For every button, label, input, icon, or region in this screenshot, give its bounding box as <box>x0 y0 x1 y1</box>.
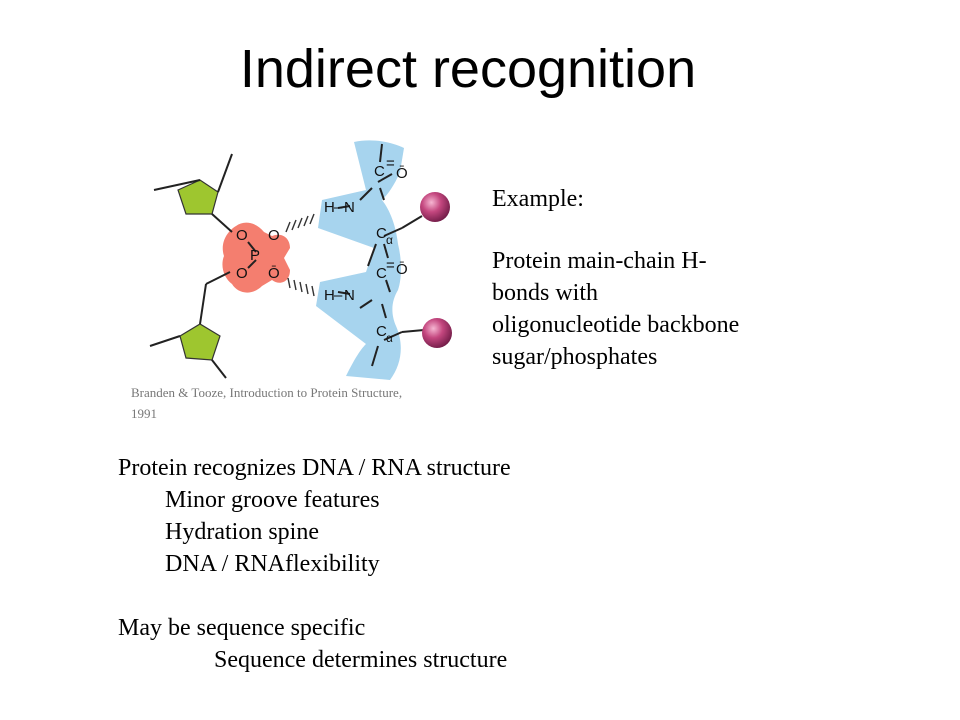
hydrogen-bonds <box>285 213 315 297</box>
example-line: oligonucleotide backbone <box>492 312 740 338</box>
phosphate-shape <box>222 222 290 293</box>
body-spacer <box>118 580 878 612</box>
atom-nitrogen: N <box>344 199 355 216</box>
atom-carbon-alpha: C <box>376 225 387 242</box>
atom-hydrogen: H <box>324 199 335 216</box>
bond-mark: – <box>334 287 343 304</box>
double-bond-mark: = <box>386 257 395 274</box>
mainchain-bonds <box>337 143 403 367</box>
sidechain-bonds <box>401 215 425 333</box>
body-main-point: May be sequence specific <box>118 615 366 641</box>
atom-oxygen: Ō <box>396 165 408 182</box>
atom-hydrogen: H <box>324 287 335 304</box>
slide-title: Indirect recognition <box>239 39 697 99</box>
body-sub-point: Hydration spine <box>165 519 319 545</box>
slide-body: Protein recognizes DNA / RNA structure M… <box>118 452 878 676</box>
body-main-point: Protein recognizes DNA / RNA structure <box>118 455 511 481</box>
sidechain-sphere-bottom <box>422 318 452 348</box>
atom-carbon: C <box>376 265 387 282</box>
atom-oxygen: O <box>236 265 248 282</box>
example-line: Protein main-chain H- <box>492 248 707 274</box>
double-bond-mark: = <box>386 155 395 172</box>
atom-oxygen: O <box>236 227 248 244</box>
body-sub-point: Sequence determines structure <box>214 647 508 673</box>
atom-oxygen: Ō <box>396 261 408 278</box>
sugar-ring-top <box>177 179 219 215</box>
atom-nitrogen: N <box>344 287 355 304</box>
bond-mark: – <box>334 199 343 216</box>
atom-carbon: C <box>374 163 385 180</box>
body-sub-point: Minor groove features <box>165 487 380 513</box>
atom-oxygen: Ō <box>268 265 280 282</box>
alpha-subscript: α <box>386 331 393 345</box>
backbone-bonds <box>149 153 257 379</box>
sidechain-sphere-top <box>420 192 450 222</box>
protein-backbone-shape <box>316 140 404 380</box>
example-heading: Example: <box>492 186 584 212</box>
example-line: sugar/phosphates <box>492 344 658 370</box>
body-sub-point: DNA / RNAflexibility <box>165 551 380 577</box>
atom-oxygen: O <box>268 227 280 244</box>
alpha-subscript: α <box>386 233 393 247</box>
hbond-diagram-svg: C = Ō H – N C α C = Ō H – N C α O O P … <box>149 140 452 380</box>
example-line: bonds with <box>492 280 599 306</box>
atom-carbon-alpha: C <box>376 323 387 340</box>
hbond-diagram: C = Ō H – N C α C = Ō H – N C α O O P … <box>140 140 470 390</box>
atom-phosphorus: P <box>250 247 260 264</box>
sugar-ring-bottom <box>179 323 221 361</box>
example-box: Example: Protein main-chain H- bonds wit… <box>492 184 842 374</box>
figure-credit: Branden & Tooze, Introduction to Protein… <box>131 385 403 421</box>
